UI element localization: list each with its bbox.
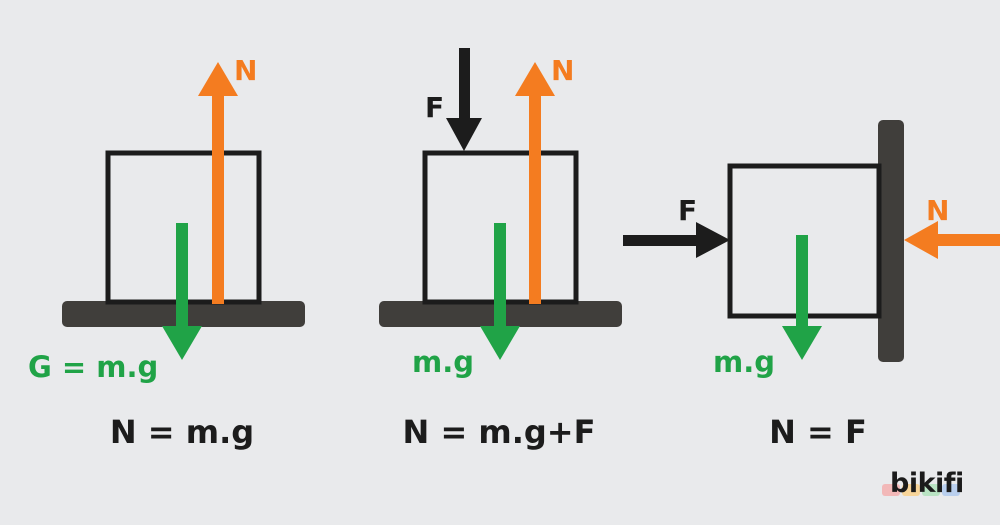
- case2-applied-force-arrow: [446, 48, 482, 151]
- case3-force-label: F: [678, 194, 697, 227]
- case1-diagram: N G = m.g: [28, 54, 305, 384]
- brand-logo: bikifi: [890, 468, 964, 499]
- case3-normal-label: N: [926, 194, 949, 227]
- case3-normal-force-arrow: [904, 221, 1000, 259]
- case2-weight-arrow: [480, 223, 520, 360]
- case1-weight-label: G = m.g: [28, 350, 158, 384]
- case2-diagram: F N m.g: [379, 48, 622, 379]
- case3-weight-arrow: [782, 235, 822, 360]
- case1-normal-label: N: [234, 54, 257, 87]
- case3-equation: N = F: [769, 413, 867, 451]
- case1-weight-arrow: [162, 223, 202, 360]
- case3-diagram: F N m.g: [623, 120, 1000, 379]
- case1-equation: N = m.g: [109, 413, 255, 451]
- case3-weight-label: m.g: [713, 345, 775, 379]
- case3-applied-force-arrow: [623, 222, 730, 258]
- case2-normal-label: N: [551, 54, 574, 87]
- case2-weight-label: m.g: [412, 345, 474, 379]
- case1-normal-force-arrow: [198, 62, 238, 304]
- case2-force-label: F: [425, 91, 444, 124]
- brand-color-bars: [882, 484, 960, 496]
- case2-equation: N = m.g+F: [402, 413, 596, 451]
- case2-normal-force-arrow: [515, 62, 555, 304]
- case3-wall: [878, 120, 904, 362]
